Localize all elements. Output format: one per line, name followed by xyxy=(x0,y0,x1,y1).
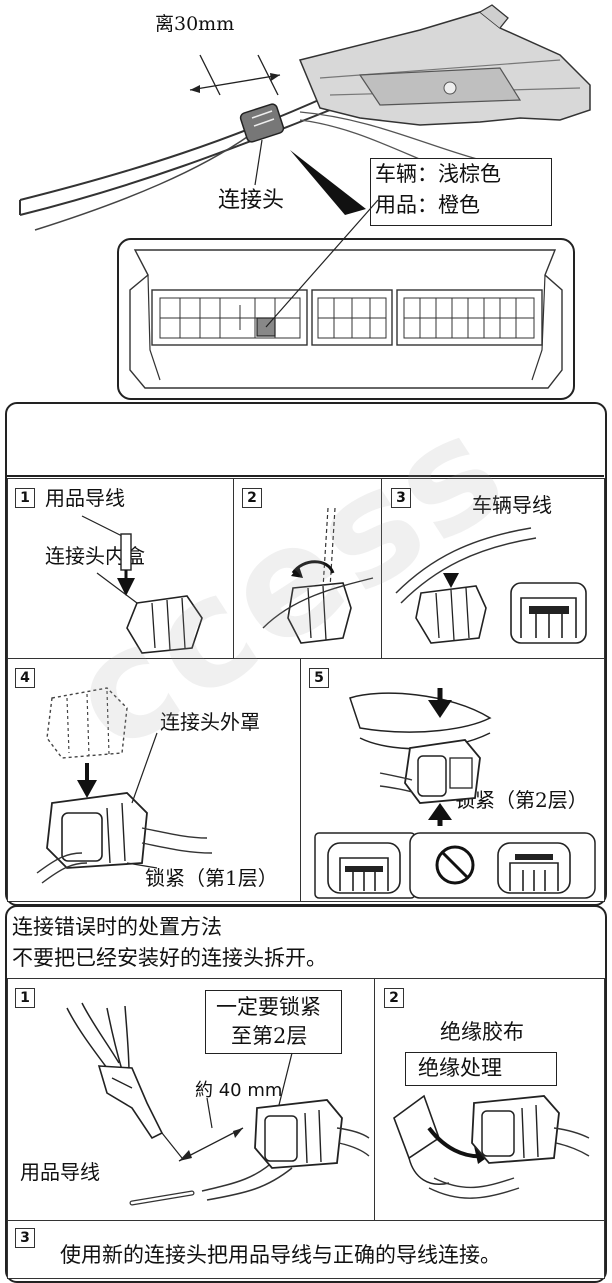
step-3-number: 3 xyxy=(391,488,411,508)
connector-label: 连接头 xyxy=(218,188,285,213)
connector-face-drawing xyxy=(129,199,563,389)
step-4-number: 4 xyxy=(15,668,35,688)
step-1-box-label: 连接头内盒 xyxy=(45,544,145,568)
error-step-2-drawing xyxy=(393,1094,590,1199)
step-4-drawing xyxy=(36,687,213,884)
error-step-1-note-line2: 至第2层 xyxy=(231,1024,308,1048)
step-1-wire-label: 用品导线 xyxy=(45,486,125,510)
color-note-vehicle: 车辆：浅棕色 xyxy=(375,162,501,186)
step-5-number: 5 xyxy=(309,668,329,688)
error-step-1-wire-label: 用品导线 xyxy=(20,1160,100,1184)
step-1-number: 1 xyxy=(15,488,35,508)
step-3-drawing xyxy=(395,527,587,644)
error-step-2-cell xyxy=(374,978,605,1222)
step-4-cover-label: 连接头外罩 xyxy=(160,710,260,734)
error-step-3-number: 3 xyxy=(15,1228,35,1248)
procedure-header-divider xyxy=(6,475,604,477)
step-4-cell xyxy=(7,658,302,902)
error-step-2-process-box: 绝缘处理 xyxy=(405,1052,557,1086)
color-note-accessory: 用品：橙色 xyxy=(375,193,480,217)
error-step-1-drawing xyxy=(66,1002,370,1206)
error-subtitle: 不要把已经安装好的连接头拆开。 xyxy=(12,946,327,970)
color-note-box: 车辆：浅棕色 用品：橙色 xyxy=(370,158,552,226)
error-step-1-measure: 約 40 mm xyxy=(195,1080,283,1101)
step-1-drawing xyxy=(81,515,203,654)
error-step-3-cell xyxy=(7,1220,605,1279)
step-5-drawing xyxy=(314,688,596,899)
step-5-lock-label: 锁紧（第2层） xyxy=(455,788,588,812)
error-step-1-note-box: 一定要锁紧 至第2层 xyxy=(205,990,342,1054)
step-2-number: 2 xyxy=(242,488,262,508)
error-step-2-tape-label: 绝缘胶布 xyxy=(440,1020,524,1044)
error-step-2-process-label: 绝缘处理 xyxy=(418,1056,502,1080)
step-4-lock-label: 锁紧（第1层） xyxy=(145,866,278,890)
error-step-1-number: 1 xyxy=(15,988,35,1008)
error-step-1-note-line1: 一定要锁紧 xyxy=(216,995,321,1019)
connector-face-panel xyxy=(117,238,575,400)
top-illustration: 离30mm 连接头 车辆：浅棕色 用品：橙色 xyxy=(0,0,612,240)
distance-label: 离30mm xyxy=(155,13,235,35)
error-title: 连接错误时的处置方法 xyxy=(12,915,222,939)
step-2-drawing xyxy=(262,507,374,644)
error-step-3-text: 使用新的连接头把用品导线与正确的导线连接。 xyxy=(60,1243,501,1267)
error-step-2-number: 2 xyxy=(384,988,404,1008)
step-3-vehicle-wire-label: 车辆导线 xyxy=(472,493,552,517)
